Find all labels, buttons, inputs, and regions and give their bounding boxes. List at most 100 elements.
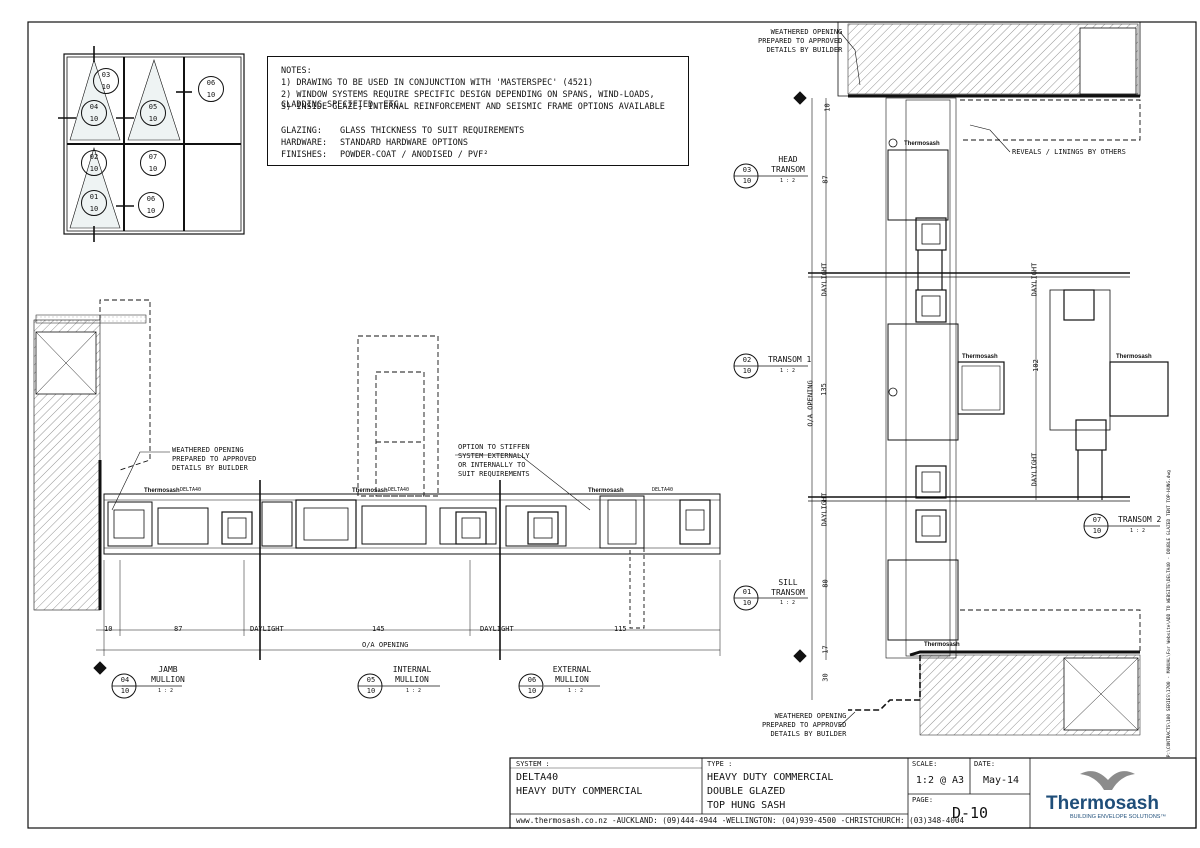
- key-callout-sheet: 10: [148, 115, 158, 123]
- key-callout: [140, 150, 166, 176]
- system-line-1: DELTA40: [516, 772, 559, 783]
- detail-06-scale: 1 : 2: [568, 688, 584, 694]
- spec-hardware-value: STANDARD HARDWARE OPTIONS: [340, 138, 468, 148]
- key-callout-sheet: 10: [89, 165, 99, 173]
- dim-30: 30: [821, 673, 830, 682]
- reveals-note: REVEALS / LININGS BY OTHERS: [1012, 148, 1126, 156]
- key-callout: [81, 190, 107, 216]
- weathered-opening-note-head: WEATHERED OPENING PREPARED TO APPROVED D…: [758, 28, 842, 55]
- type-line-2: DOUBLE GLAZED: [707, 786, 786, 797]
- title-line: EXTERNAL: [552, 665, 592, 674]
- title-block-lines: [509, 757, 1197, 829]
- plan-details: [33, 299, 721, 699]
- dim-daylight: DAYLIGHT: [1030, 262, 1039, 297]
- key-callout-sheet: 10: [206, 91, 216, 99]
- type-line-1: HEAVY DUTY COMMERCIAL: [707, 772, 834, 783]
- note-line: WEATHERED OPENING: [770, 28, 843, 36]
- key-callout-num: 01: [89, 193, 99, 201]
- spec-glazing-label: GLAZING:: [281, 126, 322, 136]
- detail-07-sheet: 10: [1092, 527, 1102, 535]
- dim-daylight: DAYLIGHT: [820, 262, 829, 297]
- key-callout: [198, 76, 224, 102]
- spec-hardware-label: HARDWARE:: [281, 138, 328, 148]
- detail-03-num: 03: [742, 166, 752, 174]
- title-line: MULLION: [555, 675, 589, 684]
- title-line: TRANSOM: [771, 165, 805, 174]
- dim-145: 145: [372, 625, 385, 633]
- detail-05-scale: 1 : 2: [406, 688, 422, 694]
- key-callout-num: 02: [89, 153, 99, 161]
- dim-80: 80: [821, 579, 830, 588]
- thermosash-logo-mark: [1080, 771, 1135, 790]
- dim-10: 10: [823, 103, 832, 112]
- key-callout-sheet: 10: [148, 165, 158, 173]
- note-line: PREPARED TO APPROVED: [762, 721, 847, 729]
- detail-04-scale: 1 : 2: [158, 688, 174, 694]
- note-line: PREPARED TO APPROVED: [172, 455, 257, 463]
- dim-17: 17: [821, 645, 830, 654]
- key-callout-sheet: 10: [146, 207, 156, 215]
- dim-102: 102: [1031, 359, 1040, 372]
- product-stamp: DELTA40: [652, 487, 674, 493]
- note-line: PREPARED TO APPROVED: [758, 37, 843, 45]
- key-callout: [93, 68, 119, 94]
- brand-stamp: Thermosash: [144, 488, 180, 494]
- product-stamp: DELTA40: [180, 487, 202, 493]
- key-callout-num: 06: [206, 79, 216, 87]
- key-callout-sheet: 10: [89, 115, 99, 123]
- type-line-3: TOP HUNG SASH: [707, 800, 786, 811]
- note-1: 1) DRAWING TO BE USED IN CONJUNCTION WIT…: [281, 78, 594, 88]
- file-path: P:\CONTRACTS\100 SERIES\1700 - MANUAL\Fo…: [1166, 470, 1172, 758]
- detail-03-scale: 1 : 2: [780, 178, 796, 184]
- note-line: OR INTERNALLY TO: [458, 461, 526, 469]
- date-value: May-14: [982, 775, 1020, 786]
- logo-tagline: BUILDING ENVELOPE SOLUTIONS™: [1070, 814, 1166, 820]
- system-label: SYSTEM :: [516, 760, 550, 768]
- detail-07-num: 07: [1092, 516, 1102, 524]
- dim-oa-opening: O/A OPENING: [806, 380, 815, 427]
- detail-06-num: 06: [527, 676, 537, 684]
- key-callout-num: 05: [148, 103, 158, 111]
- dim-oa-opening: O/A OPENING: [362, 641, 409, 649]
- detail-05-num: 05: [366, 676, 376, 684]
- notes-heading: NOTES:: [281, 66, 312, 76]
- option-stiffen-note: OPTION TO STIFFEN SYSTEM EXTERNALLY OR I…: [458, 443, 530, 479]
- page-label: PAGE:: [912, 796, 934, 804]
- dim-115: 115: [614, 625, 627, 633]
- detail-07-title: TRANSOM 2: [1118, 515, 1162, 524]
- detail-07-scale: 1 : 2: [1130, 528, 1146, 534]
- detail-02-scale: 1 : 2: [780, 368, 796, 374]
- detail-01-sheet: 10: [742, 599, 752, 607]
- key-callout-num: 06: [146, 195, 156, 203]
- dim-87: 87: [821, 175, 830, 184]
- contacts-line: www.thermosash.co.nz -AUCKLAND: (09)444-…: [516, 816, 965, 825]
- dim-87: 87: [174, 625, 183, 633]
- brand-stamp: Thermosash: [1116, 354, 1152, 360]
- title-line: SILL: [778, 578, 798, 587]
- note-line: DETAILS BY BUILDER: [766, 46, 843, 54]
- brand-stamp: Thermosash: [588, 488, 624, 494]
- detail-02-sheet: 10: [742, 367, 752, 375]
- type-label: TYPE :: [707, 760, 733, 768]
- logo-wordmark: Thermosash: [1046, 793, 1159, 814]
- key-callout: [140, 100, 166, 126]
- title-line: JAMB: [158, 665, 178, 674]
- detail-04-sheet: 10: [120, 687, 130, 695]
- key-callout-num: 03: [101, 71, 111, 79]
- key-callout-sheet: 10: [101, 83, 111, 91]
- brand-stamp: Thermosash: [924, 642, 960, 648]
- dim-135: 135: [819, 383, 828, 396]
- dim-daylight: DAYLIGHT: [250, 625, 284, 633]
- brand-stamp: Thermosash: [962, 354, 998, 360]
- title-line: TRANSOM: [771, 588, 805, 597]
- page-value: D-10: [951, 804, 989, 822]
- spec-glazing-value: GLASS THICKNESS TO SUIT REQUIREMENTS: [340, 126, 525, 136]
- spec-finishes-value: POWDER-COAT / ANODISED / PVF²: [340, 150, 489, 160]
- detail-01-scale: 1 : 2: [780, 600, 796, 606]
- section-details: [733, 22, 1169, 736]
